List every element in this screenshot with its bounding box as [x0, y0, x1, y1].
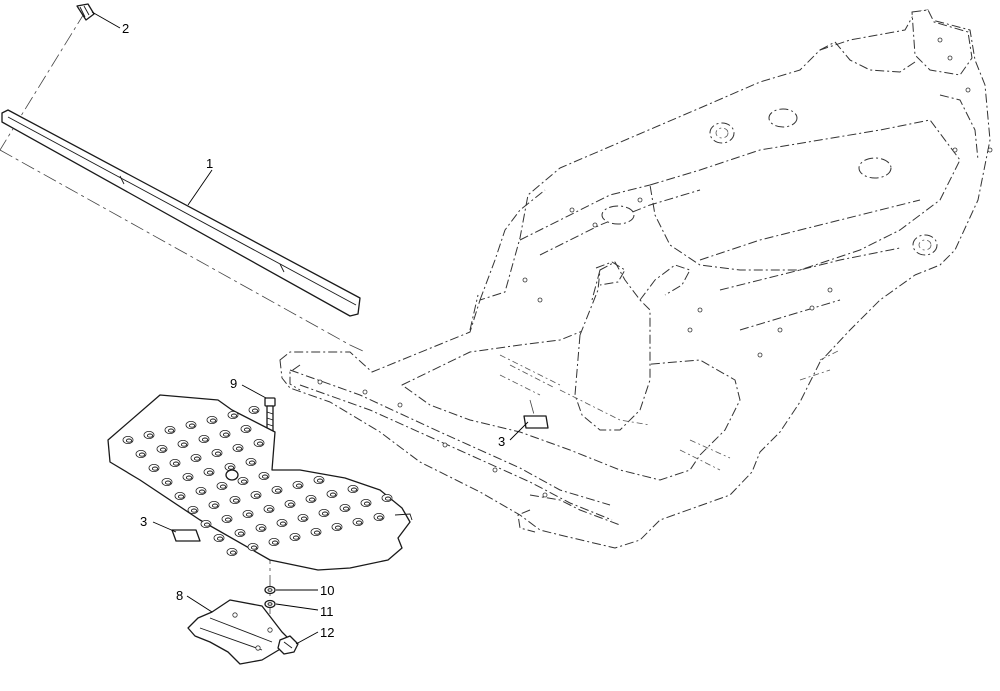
- floor-plate-dimple-inner: [167, 428, 175, 433]
- floor-plate-dimple-inner: [279, 521, 287, 526]
- floor-plate-dimple-inner: [321, 511, 329, 516]
- floor-plate-dimple-inner: [180, 442, 188, 447]
- floor-plate-dimple-inner: [151, 466, 159, 471]
- floor-plate-dimple-inner: [237, 531, 245, 536]
- floor-plate-dimple-inner: [313, 530, 321, 535]
- nut-part-11: [264, 599, 276, 609]
- floor-plate-dimple-inner: [230, 413, 238, 418]
- clip-part-12: [277, 635, 299, 655]
- bracket-plate-part-8: [187, 599, 293, 665]
- floor-plate-dimple-inner: [250, 545, 258, 550]
- floor-plate-dimple-inner: [243, 427, 251, 432]
- floor-plate-dimple-inner: [138, 452, 146, 457]
- floor-plate-dimple-inner: [253, 493, 261, 498]
- floor-plate-dimple-inner: [329, 492, 337, 497]
- floor-plate-dimple-inner: [224, 517, 232, 522]
- floor-plate-dimple-inner: [164, 480, 172, 485]
- floor-plate-dimple-inner: [201, 437, 209, 442]
- floor-plate-dimple-inner: [198, 489, 206, 494]
- callout-leaders: [91, 11, 529, 645]
- callout-8: 8: [176, 588, 183, 603]
- floor-plate-dimple-inner: [185, 475, 193, 480]
- floor-plate-dimple-inner: [146, 433, 154, 438]
- floor-plate-dimple-inner: [316, 478, 324, 483]
- floor-plate-dimple-inner: [350, 487, 358, 492]
- floor-plate-dimple-inner: [235, 446, 243, 451]
- floor-plate-dimple-inner: [256, 441, 264, 446]
- floor-plate-dimple-inner: [258, 526, 266, 531]
- floor-plate-dimple-inner: [292, 535, 300, 540]
- callout-11: 11: [320, 604, 334, 619]
- floor-plate-dimple-inner: [229, 550, 237, 555]
- callout-12: 12: [320, 625, 334, 640]
- decal-label-part-3-right: [523, 415, 549, 429]
- callout-9: 9: [230, 376, 237, 391]
- floor-plate-dimple-inner: [203, 522, 211, 527]
- floor-plate-dimple-inner: [206, 470, 214, 475]
- floor-plate-dimple-inner: [216, 536, 224, 541]
- decal-label-part-3-left: [171, 529, 201, 542]
- floor-plate: [107, 394, 413, 571]
- floor-plate-dimple-inner: [308, 497, 316, 502]
- floor-plate-dimple-inner: [227, 465, 235, 470]
- floor-plate-dimple-inner: [219, 484, 227, 489]
- floor-plate-dimple-inner: [384, 496, 392, 501]
- floor-plate-dimple-inner: [261, 474, 269, 479]
- floor-plate-dimple-inner: [274, 488, 282, 493]
- floor-plate-dimple-inner: [251, 408, 259, 413]
- trim-strip-part-1: [1, 109, 361, 317]
- machine-frame-phantom: [279, 9, 993, 549]
- callout-numbers: 2 1 9 3 3 8 10 11 12: [122, 21, 505, 640]
- floor-plate-dimple-inner: [211, 503, 219, 508]
- floor-plate-dimple-inner: [125, 438, 133, 443]
- floor-plate-dimple-inner: [287, 502, 295, 507]
- screw-part-2: [76, 3, 95, 21]
- floor-plate-dimple-inner: [177, 494, 185, 499]
- floor-plate-dimple-inner: [355, 520, 363, 525]
- callout-10: 10: [320, 583, 334, 598]
- floor-plate-dimple-inner: [222, 432, 230, 437]
- floor-plate-dimple-inner: [295, 483, 303, 488]
- callout-1: 1: [206, 156, 213, 171]
- floor-plate-dimple-inner: [363, 501, 371, 506]
- floor-plate-dimple-inner: [214, 451, 222, 456]
- floor-plate-dimple-inner: [232, 498, 240, 503]
- floor-plate-dimple-inner: [240, 479, 248, 484]
- floor-plate-dimple-inner: [209, 418, 217, 423]
- floor-plate-dimple-inner: [245, 512, 253, 517]
- floor-plate-dimple-inner: [376, 515, 384, 520]
- floor-plate-dimples: [122, 405, 393, 557]
- callout-3-right: 3: [498, 434, 505, 449]
- floor-plate-dimple-inner: [248, 460, 256, 465]
- floor-plate-dimple-inner: [271, 540, 279, 545]
- floor-plate-dimple-inner: [172, 461, 180, 466]
- callout-3-left: 3: [140, 514, 147, 529]
- floor-plate-dimple-inner: [188, 423, 196, 428]
- floor-plate-dimple-inner: [334, 525, 342, 530]
- floor-plate-dimple-inner: [266, 507, 274, 512]
- floor-plate-dimple-inner: [159, 447, 167, 452]
- callout-2: 2: [122, 21, 129, 36]
- floor-plate-dimple-inner: [190, 508, 198, 513]
- washer-part-10: [264, 585, 276, 595]
- floor-plate-dimple-inner: [342, 506, 350, 511]
- floor-plate-dimple-inner: [300, 516, 308, 521]
- floor-plate-dimple-inner: [193, 456, 201, 461]
